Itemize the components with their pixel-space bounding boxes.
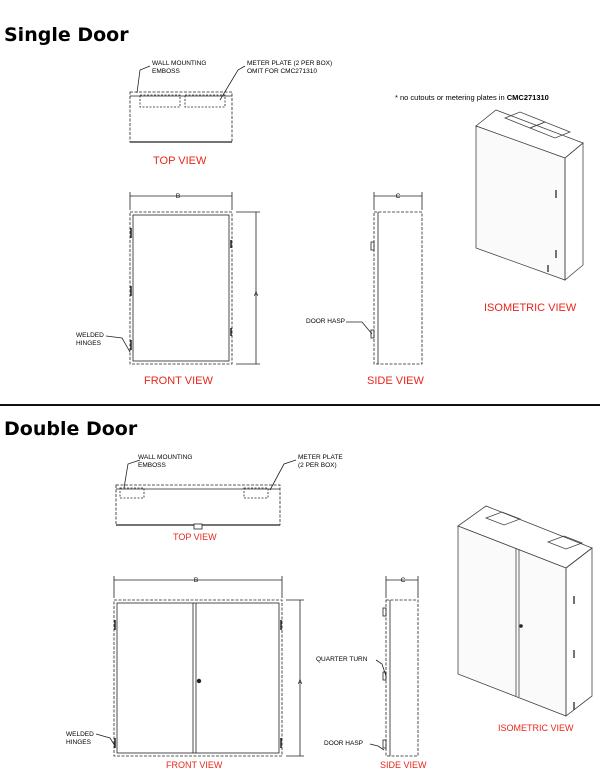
single-top-view-label: TOP VIEW — [153, 155, 207, 167]
double-isometric-drawing — [457, 505, 593, 717]
single-side-view-drawing — [370, 211, 423, 365]
double-meter-plate-callout: METER PLATE (2 PER BOX) — [298, 454, 343, 469]
single-top-view-drawing — [129, 91, 233, 143]
double-front-view-drawing — [113, 599, 283, 757]
double-dim-c: C — [401, 577, 406, 584]
single-front-view-label: FRONT VIEW — [144, 375, 213, 387]
double-isometric-view-label: ISOMETRIC VIEW — [498, 723, 574, 733]
single-dim-b: B — [176, 193, 180, 200]
single-front-view-drawing — [129, 211, 233, 365]
double-front-view-label: FRONT VIEW — [166, 760, 223, 770]
single-note-text: * no cutouts or metering plates in — [395, 93, 507, 102]
double-dim-a: A — [298, 679, 303, 686]
double-dim-b: B — [194, 577, 198, 584]
single-meter-plate-callout: METER PLATE (2 PER BOX) OMIT FOR CMC2713… — [247, 60, 333, 75]
single-welded-hinges-callout: WELDED HINGES — [76, 332, 104, 347]
double-door-hasp-callout: DOOR HASP — [324, 740, 364, 747]
double-top-view-label: TOP VIEW — [173, 532, 217, 542]
double-door-title: Double Door — [4, 418, 138, 440]
double-top-view-drawing — [115, 484, 281, 530]
section-divider — [0, 404, 600, 406]
double-side-view-label: SIDE VIEW — [380, 760, 427, 770]
single-isometric-drawing — [475, 109, 584, 281]
double-side-view-drawing — [382, 599, 419, 757]
single-door-title: Single Door — [4, 24, 129, 46]
single-dim-c: C — [396, 193, 401, 200]
single-door-hasp-callout: DOOR HASP — [306, 318, 346, 325]
double-wall-mounting-callout: WALL MOUNTING EMBOSS — [138, 454, 193, 469]
single-wall-mounting-callout: WALL MOUNTING EMBOSS — [152, 60, 207, 75]
double-welded-hinges-callout: WELDED HINGES — [66, 731, 94, 746]
single-dim-a: A — [254, 291, 259, 298]
single-note: * no cutouts or metering plates in CMC27… — [395, 93, 549, 102]
single-isometric-view-label: ISOMETRIC VIEW — [484, 302, 577, 314]
double-quarter-turn-callout: QUARTER TURN — [316, 656, 368, 663]
single-note-model: CMC271310 — [506, 93, 549, 102]
single-side-view-label: SIDE VIEW — [367, 375, 424, 387]
